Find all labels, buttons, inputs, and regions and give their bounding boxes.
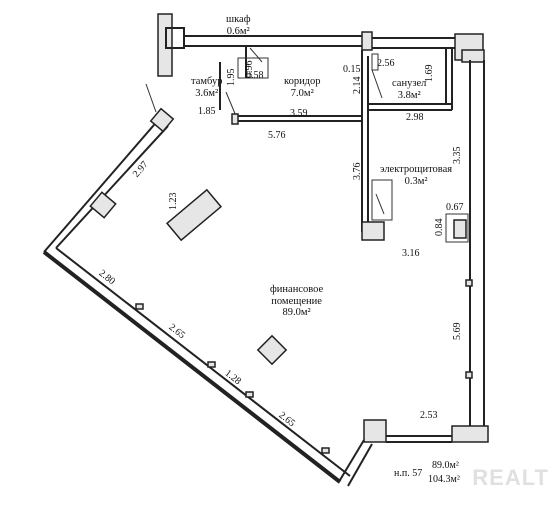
watermark-logo: REALT (472, 465, 549, 490)
financial-line-2: помещение (271, 295, 322, 307)
corridor-area: 7.0м² (290, 87, 314, 99)
corridor-label: коридор 7.0м² (284, 76, 321, 99)
closet-box (237, 57, 269, 79)
electrical-name: электрощитовая (380, 164, 453, 175)
footer-label: н.п. 57 (394, 468, 423, 479)
dim-0-15: 0.15 (343, 64, 361, 75)
dim-1-85: 1.85 (198, 106, 216, 117)
electrical-pier (361, 221, 385, 241)
closet-area: 0.6м² (226, 25, 250, 37)
electrical-door (375, 193, 385, 215)
dim-0-84: 0.84 (434, 218, 445, 237)
corridor-end-pier (231, 113, 239, 125)
electrical-box (371, 179, 393, 221)
bathroom-label: санузел 3.8м² (392, 78, 426, 101)
dim-0-58: 0.58 (246, 70, 264, 81)
closet-door (249, 47, 263, 63)
upper-angled-window (89, 191, 117, 219)
upper-angled-pier (149, 107, 175, 133)
diagonal-window-2 (207, 361, 216, 368)
interior-column-1 (165, 188, 223, 242)
dim-1-23: 1.23 (168, 192, 179, 211)
closet-label: шкаф 0.6м² (226, 14, 251, 37)
top-middle-pier (361, 31, 373, 51)
financial-label: финансовое помещение 89.0м² (270, 284, 323, 319)
bathroom-name: санузел (392, 78, 427, 89)
dim-2-14: 2.14 (352, 76, 363, 95)
electrical-area: 0.3м² (404, 175, 428, 187)
dim-1-69: 1.69 (424, 64, 435, 83)
dim-0-96: 0.96 (244, 60, 255, 79)
financial-area: 89.0м² (282, 307, 311, 319)
dim-5-69: 5.69 (452, 322, 463, 341)
vestibule-name: тамбур (191, 76, 223, 87)
vestibule-label: тамбур 3.6м² (191, 76, 222, 99)
diagonal-wall-outer (42, 250, 342, 484)
bottom-left-pier (363, 419, 387, 443)
footer-area-total: 104.3м² (428, 474, 460, 485)
dim-3-76: 3.76 (352, 162, 363, 181)
dim-3-59: 3.59 (290, 108, 308, 119)
upper-angled-wall-outer (43, 117, 161, 253)
dim-2-98: 2.98 (406, 112, 424, 123)
right-window-1 (465, 279, 473, 287)
dim-2-53: 2.53 (420, 410, 438, 421)
top-right-corner (461, 49, 485, 63)
dim-3-16: 3.16 (402, 248, 420, 259)
right-niche-inner (453, 219, 467, 239)
footer-area-main: 89.0м² (432, 460, 459, 471)
diagonal-window-1 (135, 303, 144, 310)
angled-wall-bottom-outer (339, 439, 365, 481)
dim-3-35: 3.35 (452, 146, 463, 165)
dim-1-95: 1.95 (226, 68, 237, 87)
entry-door-swing (145, 83, 157, 113)
corridor-name: коридор (284, 76, 321, 87)
financial-line-1: финансовое (270, 284, 324, 295)
bottom-right-column (451, 425, 489, 443)
top-left-pier (165, 27, 185, 49)
closet-name: шкаф (226, 14, 251, 25)
bathroom-door (371, 69, 383, 99)
vestibule-area: 3.6м² (195, 87, 219, 99)
diagonal-window-3 (245, 391, 254, 398)
diagonal-window-4 (321, 447, 330, 454)
dim-2-56: 2.56 (377, 58, 395, 69)
right-niche (445, 213, 469, 243)
interior-column-2 (256, 334, 288, 366)
electrical-label: электрощитовая 0.3м² (380, 164, 452, 187)
angled-wall-bottom-inner (347, 443, 373, 487)
diagonal-wall-inner (55, 247, 351, 477)
upper-angled-wall-inner (55, 125, 169, 249)
bathroom-fixture (371, 53, 379, 71)
bathroom-area: 3.8м² (397, 89, 421, 101)
dim-0-67: 0.67 (446, 202, 464, 213)
dim-5-76: 5.76 (268, 130, 286, 141)
right-window-2 (465, 371, 473, 379)
vestibule-door (225, 91, 237, 117)
